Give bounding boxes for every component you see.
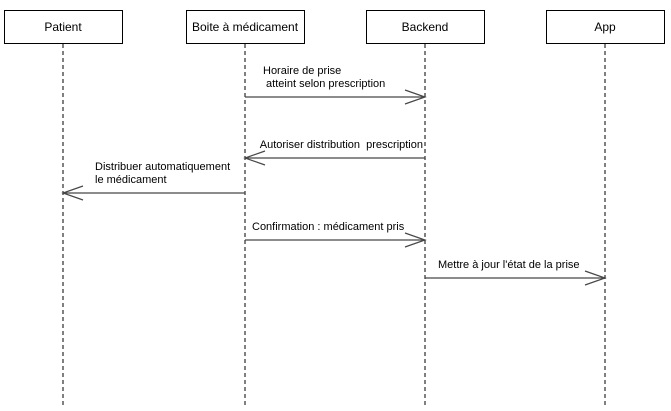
message-2-autoriser-distribution-prescription-label: Autoriser distribution prescription — [245, 139, 425, 152]
message-4-confirmation-medicament-pris-label: Confirmation : médicament pris — [245, 221, 425, 234]
actor-label-boite-a-medicament: Boite à médicament — [191, 20, 299, 34]
actor-box-backend: Backend — [365, 10, 485, 44]
message-label-line: le médicament — [95, 174, 167, 186]
message-3-distribuer-automatiquement-le-medicament-arrowhead — [61, 185, 84, 201]
message-label-line: Confirmation : médicament pris — [252, 221, 405, 233]
actor-box-boite-a-medicament: Boite à médicament — [185, 10, 305, 44]
actor-box-patient: Patient — [3, 10, 123, 44]
message-1-horaire-de-prise-atteint-selon-prescription-arrowhead — [404, 89, 427, 105]
actor-box-app: App — [545, 10, 665, 44]
message-label-line: Mettre à jour l'état de la prise — [438, 259, 580, 271]
message-5-mettre-a-jour-l-etat-de-la-prise-label: Mettre à jour l'état de la prise — [425, 259, 605, 272]
actor-label-app: App — [594, 20, 616, 34]
message-5-mettre-a-jour-l-etat-de-la-prise-arrowhead — [584, 270, 607, 286]
message-label-line: atteint selon prescription — [263, 78, 386, 90]
message-1-horaire-de-prise-atteint-selon-prescription-label: Horaire de prise atteint selon prescript… — [245, 65, 425, 91]
actor-label-patient: Patient — [44, 20, 82, 34]
message-2-autoriser-distribution-prescription-arrowhead — [243, 150, 266, 166]
message-4-confirmation-medicament-pris-arrowhead — [404, 232, 427, 248]
message-label-line: Distribuer automatiquement — [95, 161, 231, 173]
actor-label-backend: Backend — [401, 20, 449, 34]
message-label-line: Autoriser distribution prescription — [259, 139, 423, 151]
message-label-line: Horaire de prise — [263, 65, 342, 77]
